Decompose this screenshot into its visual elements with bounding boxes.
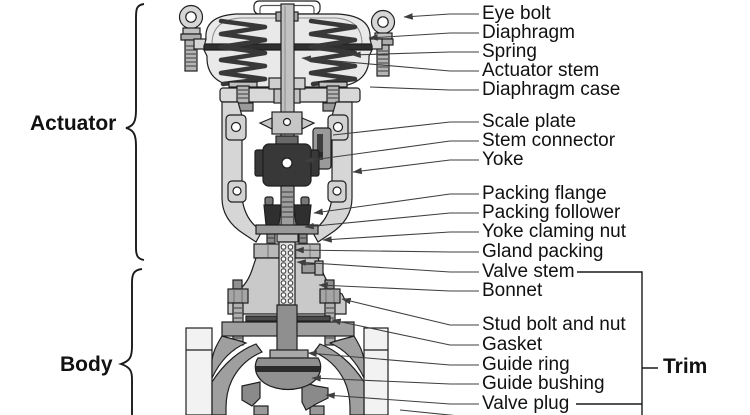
part-label-yoke-claming-nut: Yoke claming nut [482, 221, 627, 242]
yoke [221, 101, 353, 243]
valve-plug [254, 304, 322, 391]
group-label-body: Body [60, 353, 113, 376]
part-label-spring: Spring [482, 41, 537, 62]
packing-follower [276, 233, 299, 243]
part-label-guide-ring: Guide ring [482, 354, 570, 375]
part-label-valve-plug: Valve plug [482, 393, 570, 414]
part-label-stem-connector: Stem connector [482, 130, 616, 151]
eye-bolt-left [178, 4, 204, 72]
part-label-actuator-stem: Actuator stem [482, 60, 600, 81]
part-label-stud-bolt-and-nut: Stud bolt and nut [482, 314, 626, 335]
part-label-valve-stem: Valve stem [482, 261, 575, 282]
part-label-packing-follower: Packing follower [482, 202, 621, 223]
part-label-packing-flange: Packing flange [482, 183, 607, 204]
stem-connector [254, 111, 320, 187]
part-label-yoke: Yoke [482, 149, 524, 170]
group-label-actuator: Actuator [30, 112, 117, 135]
actuator-brace [125, 3, 145, 261]
part-label-gland-packing: Gland packing [482, 241, 604, 262]
pipe-flange-right [363, 327, 389, 415]
eye-bolt-right [370, 9, 396, 77]
part-label-eye-bolt: Eye bolt [482, 3, 551, 24]
body-brace [117, 268, 143, 415]
part-label-gasket: Gasket [482, 334, 543, 355]
guide-bushing-seat [241, 381, 329, 411]
trim-bracket [576, 271, 658, 415]
part-label-guide-bushing: Guide bushing [482, 373, 605, 394]
part-label-diaphragm: Diaphragm [482, 22, 575, 43]
part-label-scale-plate: Scale plate [482, 111, 577, 132]
pipe-flange-left [185, 327, 213, 415]
leader-lines [294, 13, 479, 415]
part-label-diaphragm-case: Diaphragm case [482, 79, 621, 100]
part-label-bonnet: Bonnet [482, 280, 543, 301]
packing-flange-assembly [255, 196, 319, 253]
group-label-trim: Trim [663, 355, 708, 378]
gland-packing [278, 241, 296, 306]
